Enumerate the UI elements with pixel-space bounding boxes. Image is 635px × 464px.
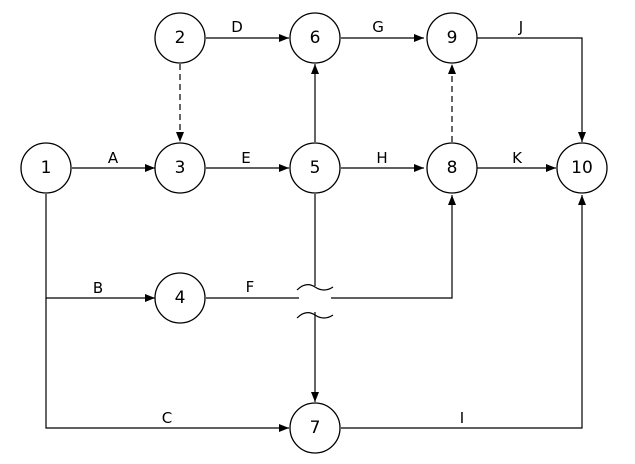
crossing-gap: [299, 296, 331, 300]
node-label-5: 5: [310, 158, 321, 178]
edge-label-1-3: A: [108, 149, 119, 167]
node-1: 1: [20, 142, 72, 194]
node-10: 10: [556, 142, 608, 194]
node-9: 9: [426, 12, 478, 64]
node-5: 5: [289, 142, 341, 194]
edge-label-1-4: B: [93, 279, 103, 297]
edge-label-5-8: H: [376, 149, 387, 167]
node-label-1: 1: [41, 158, 52, 178]
edge-label-8-10: K: [512, 149, 523, 167]
edge-label-1-7: C: [162, 409, 172, 427]
edge-label-2-6: D: [231, 18, 243, 36]
node-label-4: 4: [175, 288, 186, 308]
edge-9-10: [477, 37, 586, 142]
edge-label-3-5: E: [241, 149, 250, 167]
edge-label-7-10: I: [460, 409, 464, 427]
node-6: 6: [289, 12, 341, 64]
node-label-9: 9: [447, 28, 458, 48]
node-2: 2: [154, 12, 206, 64]
node-4: 4: [154, 272, 206, 324]
node-label-2: 2: [175, 28, 186, 48]
node-7: 7: [289, 402, 341, 454]
crossing-symbol-upper: [296, 284, 334, 291]
node-label-6: 6: [310, 28, 321, 48]
edge-label-4-8: F: [246, 278, 255, 296]
edge-label-6-9: G: [372, 18, 384, 36]
node-label-10: 10: [571, 158, 593, 178]
node-label-7: 7: [310, 418, 321, 438]
edge-label-9-10: J: [518, 18, 523, 36]
edge-1-7: [45, 298, 289, 432]
node-3: 3: [154, 142, 206, 194]
edge-4-8: [206, 195, 456, 299]
node-8: 8: [426, 142, 478, 194]
edge-7-10: [341, 195, 586, 429]
crossing-symbol-lower: [296, 312, 334, 319]
node-label-3: 3: [175, 158, 186, 178]
node-label-8: 8: [447, 158, 458, 178]
